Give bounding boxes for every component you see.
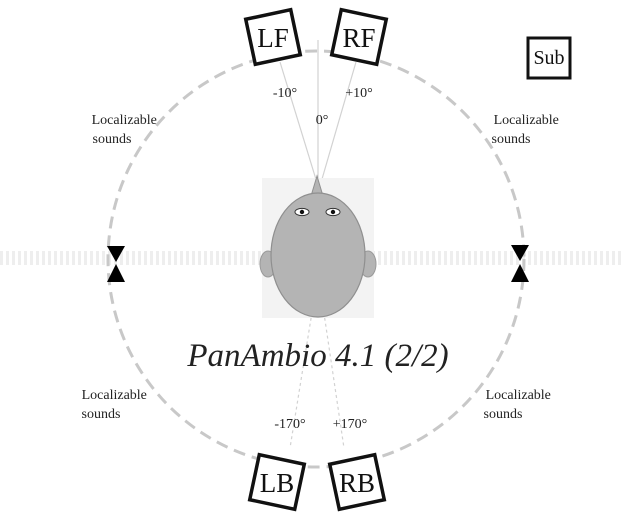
angle-back-left: -170° — [274, 417, 305, 432]
region-top-right-line1: Localizable — [494, 113, 559, 128]
speaker-rb: RB — [327, 452, 387, 512]
listener-head-icon — [259, 174, 377, 318]
region-bottom-right-line2: sounds — [484, 407, 523, 422]
speaker-lb: LB — [247, 452, 307, 512]
speaker-lf: LF — [243, 7, 303, 67]
angle-lines — [279, 40, 357, 449]
region-top-left-line2: sounds — [93, 132, 132, 147]
speaker-lf-label: LF — [257, 23, 289, 53]
region-top-right: Localizable sounds — [492, 113, 563, 147]
region-top-left-line1: Localizable — [92, 113, 157, 128]
region-bottom-left-line2: sounds — [82, 407, 121, 422]
diagram-title: PanAmbio 4.1 (2/2) — [186, 338, 448, 374]
region-top-left: Localizable sounds — [92, 113, 161, 147]
angle-front-right: +10° — [345, 86, 373, 101]
left-marker-icon — [107, 246, 125, 282]
speaker-rb-label: RB — [339, 468, 375, 498]
region-bottom-left-line1: Localizable — [82, 388, 147, 403]
speaker-rf-label: RF — [342, 23, 375, 53]
speaker-lb-label: LB — [260, 468, 295, 498]
right-marker-icon — [511, 245, 529, 282]
angle-back-right: +170° — [333, 417, 368, 432]
speaker-rf: RF — [329, 7, 389, 67]
region-bottom-right: Localizable sounds — [484, 388, 555, 422]
angle-front-left: -10° — [273, 86, 297, 101]
speaker-sub-label: Sub — [533, 47, 564, 69]
angle-center: 0° — [316, 113, 329, 128]
region-bottom-left: Localizable sounds — [82, 388, 151, 422]
listening-circle — [106, 49, 526, 469]
speaker-sub: Sub — [526, 36, 572, 80]
region-bottom-right-line1: Localizable — [486, 388, 551, 403]
region-top-right-line2: sounds — [492, 132, 531, 147]
